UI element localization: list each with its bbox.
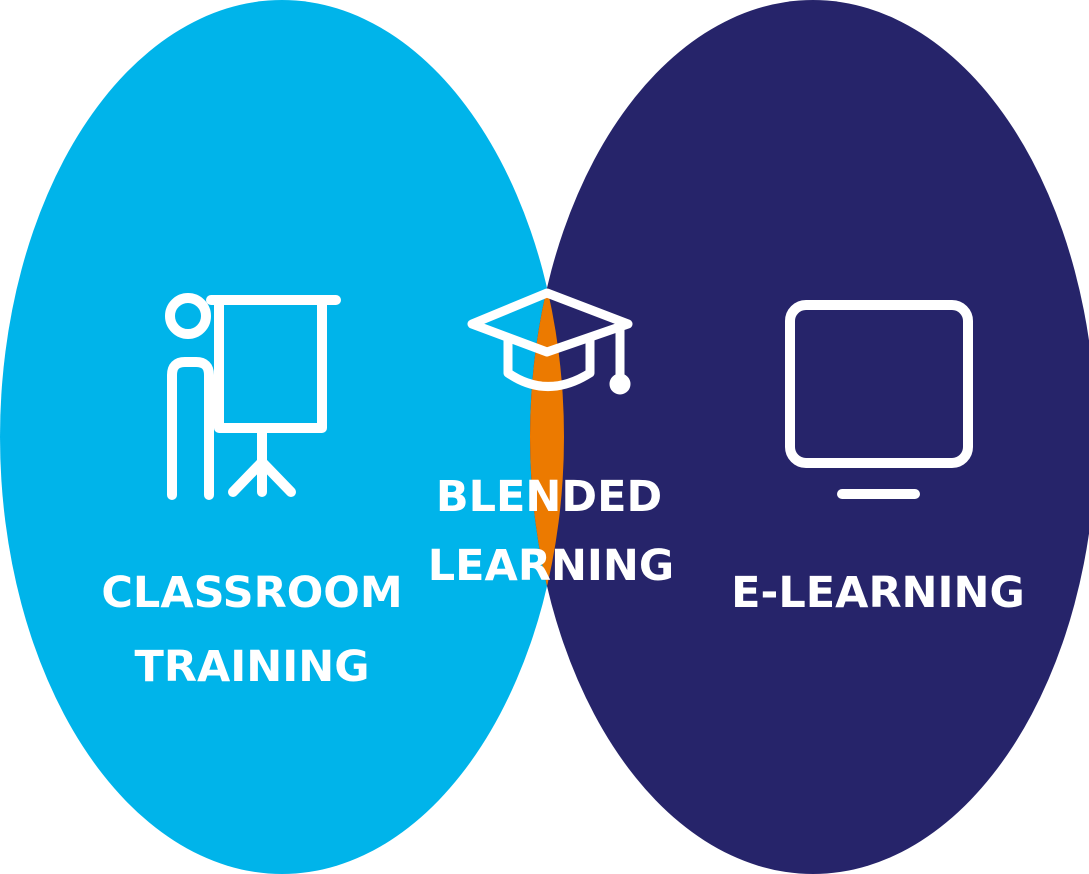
blended-label-line2: LEARNING [428,541,674,591]
presenter-board-icon [165,293,341,500]
computer-monitor-icon [785,300,973,499]
classroom-training-circle [0,0,564,874]
classroom-label-line1: CLASSROOM [101,568,402,618]
blended-label-line1: BLENDED [436,472,662,522]
e-learning-label: E-LEARNING [731,568,1025,618]
e-learning-circle [530,0,1089,874]
classroom-label-line2: TRAINING [135,642,370,692]
graduation-cap-icon [467,288,633,395]
